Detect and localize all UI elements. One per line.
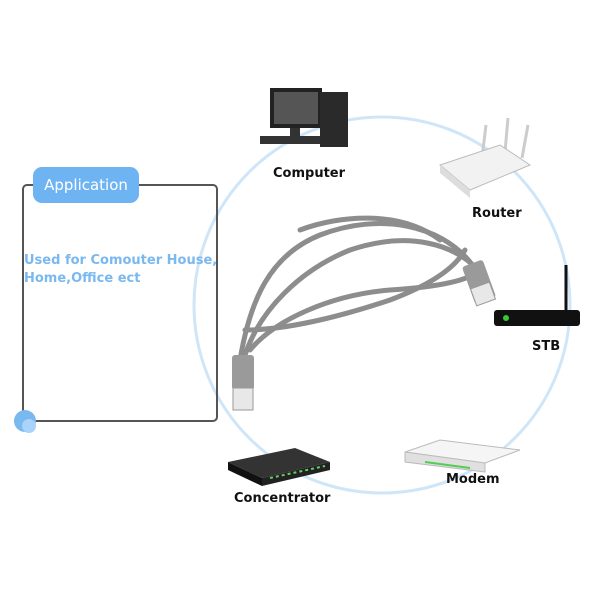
computer-label: Computer [273, 166, 346, 181]
connection-circle [192, 115, 572, 495]
stb-label: STB [532, 339, 561, 354]
application-tag: Application [33, 167, 139, 203]
router-icon [438, 117, 532, 198]
decorative-dot-inner [22, 419, 36, 433]
concentrator-icon [228, 448, 330, 486]
application-description: Used for Comouter House, Home,Office ect [24, 253, 218, 286]
rj45-connector-icon [232, 260, 497, 411]
ethernet-cable [237, 215, 483, 363]
concentrator-label: Concentrator [234, 491, 331, 506]
modem-icon [404, 439, 521, 473]
computer-icon [260, 88, 348, 147]
modem-label: Modem [446, 472, 500, 487]
stb-icon [494, 265, 580, 326]
router-label: Router [472, 206, 522, 221]
application-panel [22, 184, 218, 422]
